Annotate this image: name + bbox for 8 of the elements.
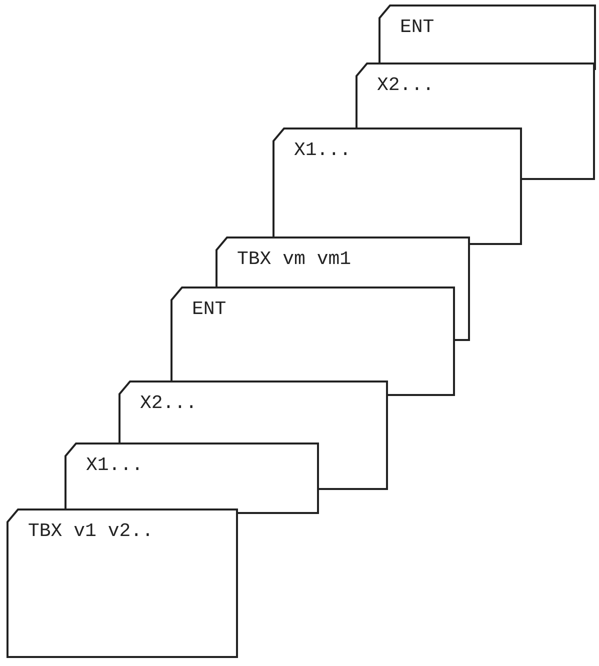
card-label: TBX vm vm1 bbox=[237, 248, 352, 270]
card-label: TBX v1 v2.. bbox=[28, 520, 154, 542]
card-label: X1... bbox=[294, 139, 352, 161]
card-label: ENT bbox=[192, 298, 226, 320]
card-label: X1... bbox=[86, 454, 144, 476]
card-label: ENT bbox=[400, 16, 434, 38]
card-label: X2... bbox=[377, 74, 434, 96]
card-label: X2... bbox=[140, 392, 198, 414]
